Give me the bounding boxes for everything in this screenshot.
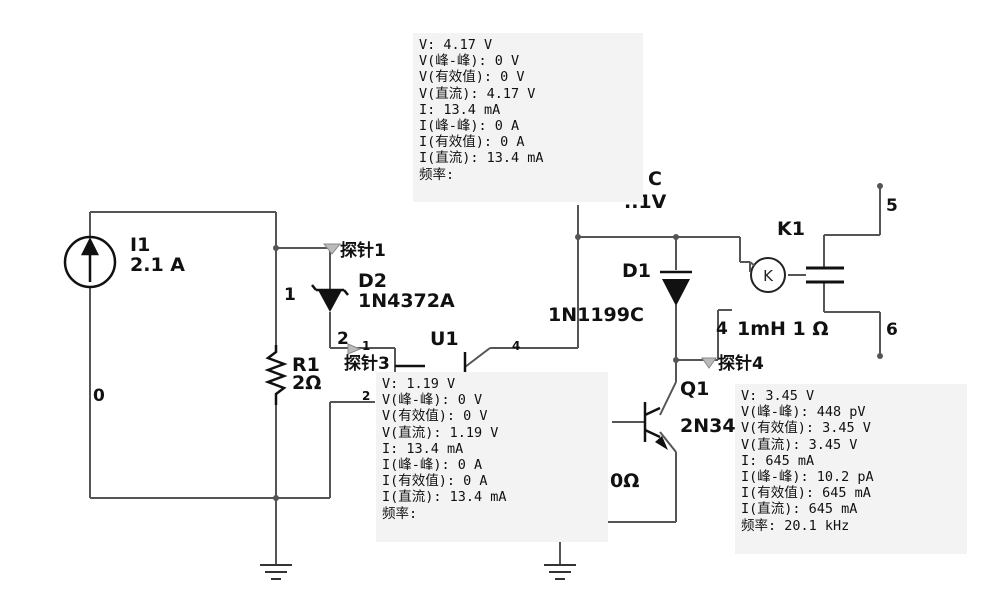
partial-res-label: 0Ω: [610, 470, 640, 492]
probe-line: 频率: 20.1 kHz: [741, 517, 850, 534]
i1-name: I1: [130, 234, 151, 256]
resistor-icon: [264, 345, 288, 405]
u1-pin-1: 1: [362, 339, 371, 353]
probe-line: 频率:: [382, 505, 418, 522]
net-label-5: 5: [886, 196, 898, 216]
net-label-4: 4: [716, 319, 728, 339]
probe-line: I(峰-峰): 10.2 pA: [741, 469, 874, 486]
node-c-label: C: [648, 168, 662, 190]
probe4-label: 探针4: [718, 354, 764, 374]
probe-line: I: 13.4 mA: [419, 101, 501, 118]
probe3-label: 探针3: [344, 354, 390, 374]
junction-dots: [273, 183, 883, 501]
q1-part: 2N34: [680, 415, 736, 437]
current-source-icon: [63, 235, 117, 289]
probe-line: I(直流): 645 mA: [741, 501, 858, 518]
relay-contact-icon: [806, 266, 844, 284]
net-label-0: 0: [93, 386, 105, 406]
probe-line: I(直流): 13.4 mA: [419, 150, 544, 167]
q1-name: Q1: [680, 378, 710, 400]
u1-icon: [395, 352, 467, 372]
r1-name: R1: [292, 354, 320, 376]
probe-line: V(直流): 1.19 V: [382, 424, 499, 441]
probe-line: V(直流): 4.17 V: [419, 85, 536, 102]
probe-box-right: V: 3.45 V V(峰-峰): 448 pV V(有效值): 3.45 V …: [735, 384, 967, 554]
u1-pin-2: 2: [362, 389, 371, 403]
k1-name: K1: [777, 218, 805, 240]
probe-line: V: 3.45 V: [741, 388, 815, 404]
u1-name: U1: [430, 328, 459, 350]
probe-line: I(峰-峰): 0 A: [419, 118, 520, 135]
d2-name: D2: [358, 270, 387, 292]
d1-part: 1N1199C: [548, 304, 644, 326]
i1-value: 2.1 A: [130, 254, 185, 276]
probe1-label: 探针1: [340, 241, 386, 261]
net-label-6: 6: [886, 320, 898, 340]
probe-line: I(峰-峰): 0 A: [382, 457, 483, 474]
d1-name: D1: [622, 260, 651, 282]
probe-line: I(有效值): 0 A: [382, 473, 488, 490]
probe-box-top: V: 4.17 V V(峰-峰): 0 V V(有效值): 0 V V(直流):…: [413, 33, 643, 202]
ground-icon: [544, 564, 576, 580]
k1-value: 1mH 1 Ω: [737, 318, 829, 340]
probe-arrow-icons: [322, 243, 717, 369]
r1-value: 2Ω: [292, 372, 322, 394]
probe-line: V(峰-峰): 0 V: [382, 392, 483, 409]
probe-line: I(有效值): 0 A: [419, 134, 525, 151]
ground-icon: [260, 564, 292, 580]
probe-line: I(有效值): 645 mA: [741, 485, 871, 502]
relay-coil-icon: K: [749, 257, 786, 293]
probe-line: V(直流): 3.45 V: [741, 436, 858, 453]
probe-line: V(峰-峰): 448 pV: [741, 404, 866, 421]
transistor-icon: [643, 402, 668, 450]
zener-diode-icon: [311, 284, 349, 312]
d2-part: 1N4372A: [358, 290, 455, 312]
net-label-1: 1: [284, 285, 296, 305]
probe-line: V: 1.19 V: [382, 376, 456, 392]
probe-box-middle: V: 1.19 V V(峰-峰): 0 V V(有效值): 0 V V(直流):…: [376, 372, 608, 542]
probe-line: I: 13.4 mA: [382, 440, 464, 457]
probe-line: I: 645 mA: [741, 452, 815, 469]
diode-icon: [660, 270, 692, 306]
net-label-2: 2: [337, 329, 349, 349]
probe-line: 频率:: [419, 166, 455, 183]
svg-text:K: K: [763, 267, 774, 285]
u1-pin-4: 4: [512, 339, 521, 353]
probe-line: V(有效值): 3.45 V: [741, 420, 871, 437]
probe-line: I(直流): 13.4 mA: [382, 489, 507, 506]
probe-line: V(有效值): 0 V: [419, 69, 525, 86]
probe-line: V(有效值): 0 V: [382, 408, 488, 425]
probe-line: V: 4.17 V: [419, 37, 493, 53]
probe-line: V(峰-峰): 0 V: [419, 53, 520, 70]
